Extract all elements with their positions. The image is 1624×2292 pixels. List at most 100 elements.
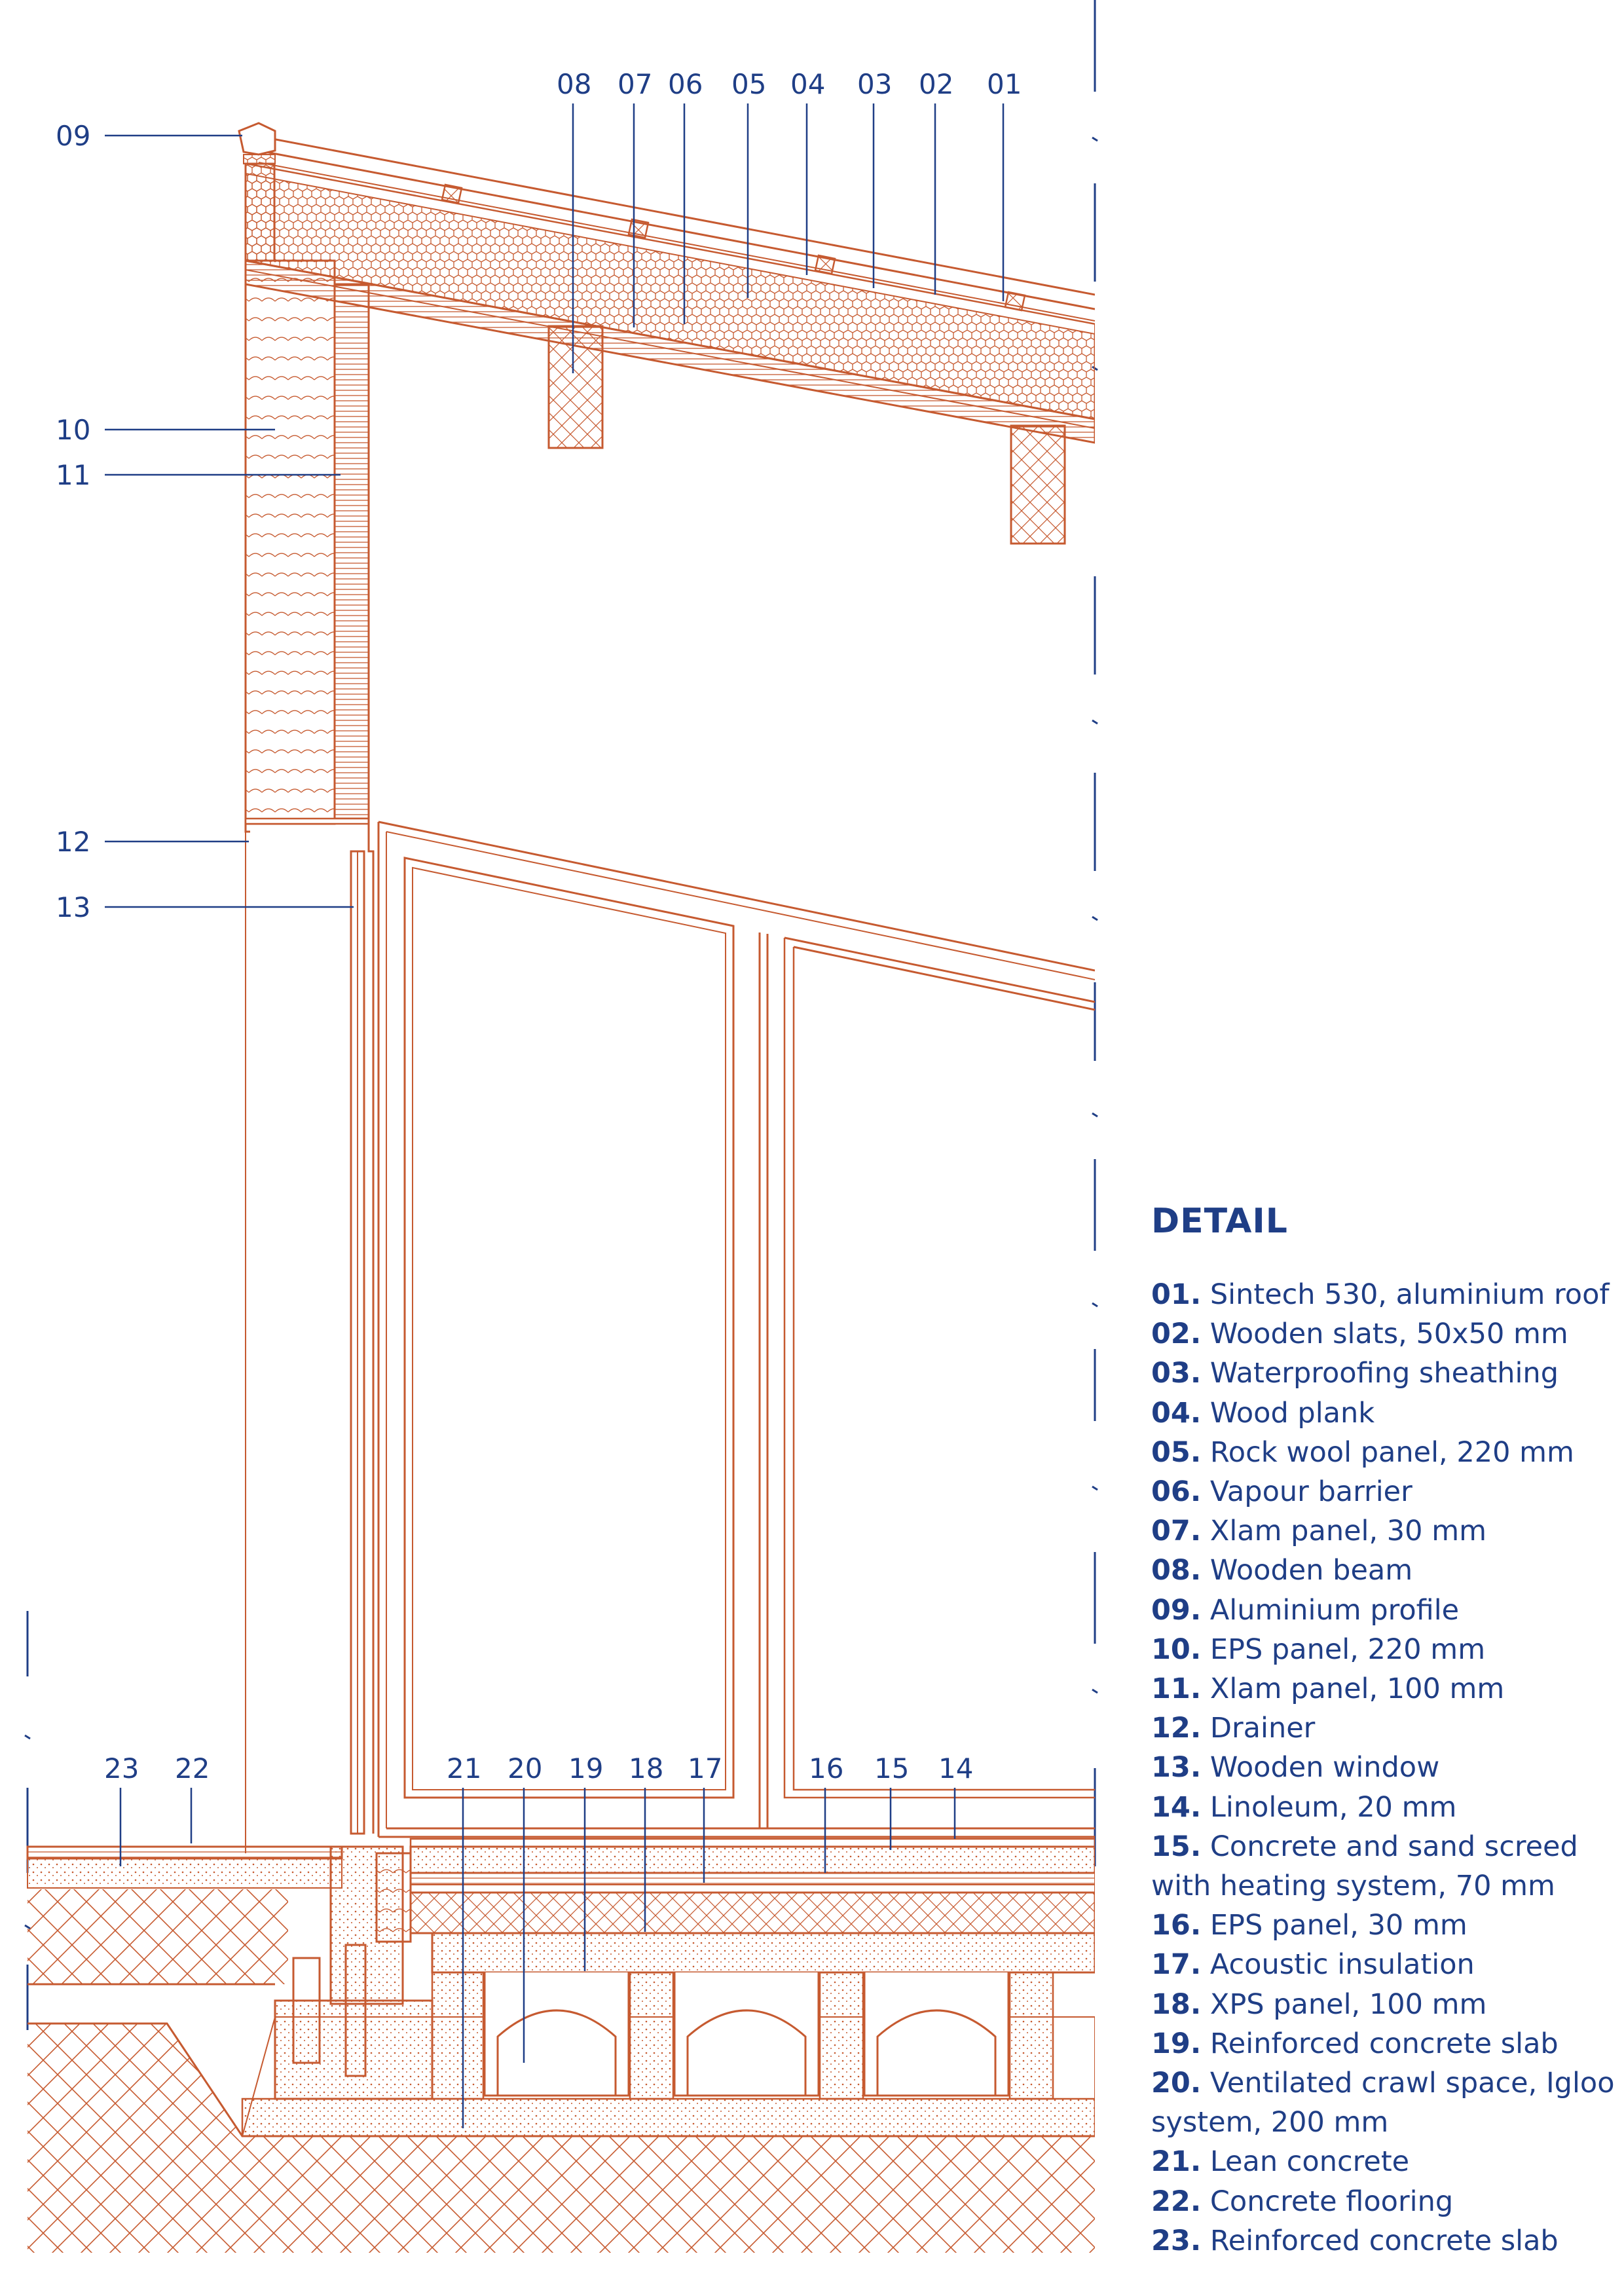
callout-05: 05 <box>731 68 766 100</box>
legend-item-number: 09. <box>1151 1593 1202 1627</box>
legend-item: 05. Rock wool panel, 220 mm <box>1151 1433 1610 1472</box>
callout-12: 12 <box>56 826 90 858</box>
callout-15: 15 <box>874 1752 909 1784</box>
legend-item: 04. Wood plank <box>1151 1394 1610 1433</box>
legend-item-text: with heating system, 70 mm <box>1151 1870 1555 1903</box>
legend-item-number: 11. <box>1151 1673 1202 1706</box>
legend-item: 19. Reinforced concrete slab <box>1151 2024 1610 2063</box>
legend-item: 20. Ventilated crawl space, Igloo <box>1151 2063 1615 2103</box>
legend-item: 09. Aluminium profile <box>1151 1591 1610 1630</box>
legend-item-text: Wooden beam <box>1209 1554 1413 1587</box>
callout-16: 16 <box>809 1752 843 1784</box>
legend-item-number: 06. <box>1151 1475 1202 1509</box>
legend-item-text: Linoleum, 20 mm <box>1209 1790 1457 1824</box>
legend-item: 08. Wooden beam <box>1151 1551 1610 1590</box>
legend-item-number: 05. <box>1151 1435 1202 1469</box>
legend-item-text: Concrete flooring <box>1209 2185 1454 2218</box>
legend-title: DETAIL <box>1151 1202 1288 1241</box>
callout-06: 06 <box>668 68 703 100</box>
legend-item-number: 16. <box>1151 1909 1202 1942</box>
legend-item-text: XPS panel, 100 mm <box>1209 1987 1487 2021</box>
callout-20: 20 <box>507 1752 542 1784</box>
callout-10: 10 <box>56 414 90 446</box>
callout-07: 07 <box>618 68 652 100</box>
legend-item-number: 21. <box>1151 2145 1202 2179</box>
legend-item-number: 18. <box>1151 1987 1202 2021</box>
legend-item: 14. Linoleum, 20 mm <box>1151 1788 1610 1827</box>
callout-11: 11 <box>56 459 90 491</box>
callout-03: 03 <box>857 68 892 100</box>
legend-item-number: 03. <box>1151 1357 1202 1390</box>
legend-item: system, 200 mm <box>1151 2103 1610 2142</box>
legend-item-text: EPS panel, 30 mm <box>1209 1909 1467 1942</box>
wall-assembly <box>244 259 370 1853</box>
legend-item-text: Reinforced concrete slab <box>1209 2224 1559 2257</box>
legend-item-text: Xlam panel, 30 mm <box>1209 1515 1486 1548</box>
legend-item-number: 01. <box>1151 1278 1202 1311</box>
legend-item-text: Reinforced concrete slab <box>1209 2027 1559 2060</box>
legend-item: 23. Reinforced concrete slab <box>1151 2221 1610 2261</box>
legend-item-number: 22. <box>1151 2185 1202 2218</box>
callout-22: 22 <box>175 1752 210 1784</box>
legend-item-number: 19. <box>1151 2027 1202 2060</box>
legend-item-number: 20. <box>1151 2067 1202 2100</box>
legend-item: 12. Drainer <box>1151 1709 1610 1748</box>
legend-item: 13. Wooden window <box>1151 1748 1610 1787</box>
legend-item: 15. Concrete and sand screed <box>1151 1827 1610 1866</box>
legend-item-text: Drainer <box>1209 1712 1316 1745</box>
callout-17: 17 <box>688 1752 722 1784</box>
legend-item-text: Waterproofing sheathing <box>1209 1357 1559 1390</box>
callout-labels: 09 10 11 12 13 08 07 06 05 04 03 02 01 2… <box>56 68 1022 1784</box>
legend-item: 16. EPS panel, 30 mm <box>1151 1906 1610 1945</box>
legend-item: 21. Lean concrete <box>1151 2142 1610 2181</box>
callout-01: 01 <box>987 68 1022 100</box>
legend-item: 17. Acoustic insulation <box>1151 1945 1610 1984</box>
callout-21: 21 <box>447 1752 481 1784</box>
legend-item: 22. Concrete flooring <box>1151 2182 1610 2221</box>
callout-13: 13 <box>56 891 90 923</box>
legend-item-number: 23. <box>1151 2224 1202 2257</box>
legend-item-text: EPS panel, 220 mm <box>1209 1633 1486 1666</box>
legend-item-text: Concrete and sand screed <box>1209 1830 1578 1863</box>
legend-item-number: 12. <box>1151 1712 1202 1745</box>
legend-item-text: Lean concrete <box>1209 2145 1410 2179</box>
legend-item: 10. EPS panel, 220 mm <box>1151 1630 1610 1669</box>
legend-item: 11. Xlam panel, 100 mm <box>1151 1669 1610 1709</box>
legend-item-number: 15. <box>1151 1830 1202 1863</box>
legend-item: 01. Sintech 530, aluminium roof <box>1151 1275 1610 1314</box>
callout-02: 02 <box>919 68 953 100</box>
legend-item-number: 17. <box>1151 1948 1202 1982</box>
window-assembly <box>350 819 1095 1838</box>
legend-item-text: system, 200 mm <box>1151 2106 1389 2139</box>
legend-item-text: Ventilated crawl space, Igloo <box>1209 2067 1615 2100</box>
callout-04: 04 <box>790 68 825 100</box>
callout-18: 18 <box>629 1752 663 1784</box>
floor-assembly <box>26 1838 1095 2253</box>
legend-item: 02. Wooden slats, 50x50 mm <box>1151 1314 1610 1354</box>
legend-item-number: 07. <box>1151 1515 1202 1548</box>
callout-23: 23 <box>104 1752 139 1784</box>
legend-item-number: 13. <box>1151 1751 1202 1784</box>
legend-item-number: 14. <box>1151 1790 1202 1824</box>
legend-item: 06. Vapour barrier <box>1151 1472 1610 1511</box>
legend-item-text: Rock wool panel, 220 mm <box>1209 1435 1574 1469</box>
section-geometry <box>26 122 1095 2253</box>
legend-item-text: Xlam panel, 100 mm <box>1209 1673 1505 1706</box>
legend-item-text: Vapour barrier <box>1209 1475 1412 1509</box>
callout-19: 19 <box>568 1752 603 1784</box>
callout-14: 14 <box>938 1752 973 1784</box>
callout-09: 09 <box>56 120 90 152</box>
legend-item-number: 02. <box>1151 1318 1202 1351</box>
legend-item: 07. Xlam panel, 30 mm <box>1151 1511 1610 1551</box>
leader-lines <box>105 103 1005 2128</box>
legend-item-text: Aluminium profile <box>1209 1593 1460 1627</box>
legend-item-text: Wood plank <box>1209 1396 1375 1430</box>
legend-item-number: 04. <box>1151 1396 1202 1430</box>
legend-item-text: Wooden slats, 50x50 mm <box>1209 1318 1568 1351</box>
legend-item: 18. XPS panel, 100 mm <box>1151 1985 1610 2024</box>
callout-08: 08 <box>557 68 591 100</box>
legend-item-number: 10. <box>1151 1633 1202 1666</box>
